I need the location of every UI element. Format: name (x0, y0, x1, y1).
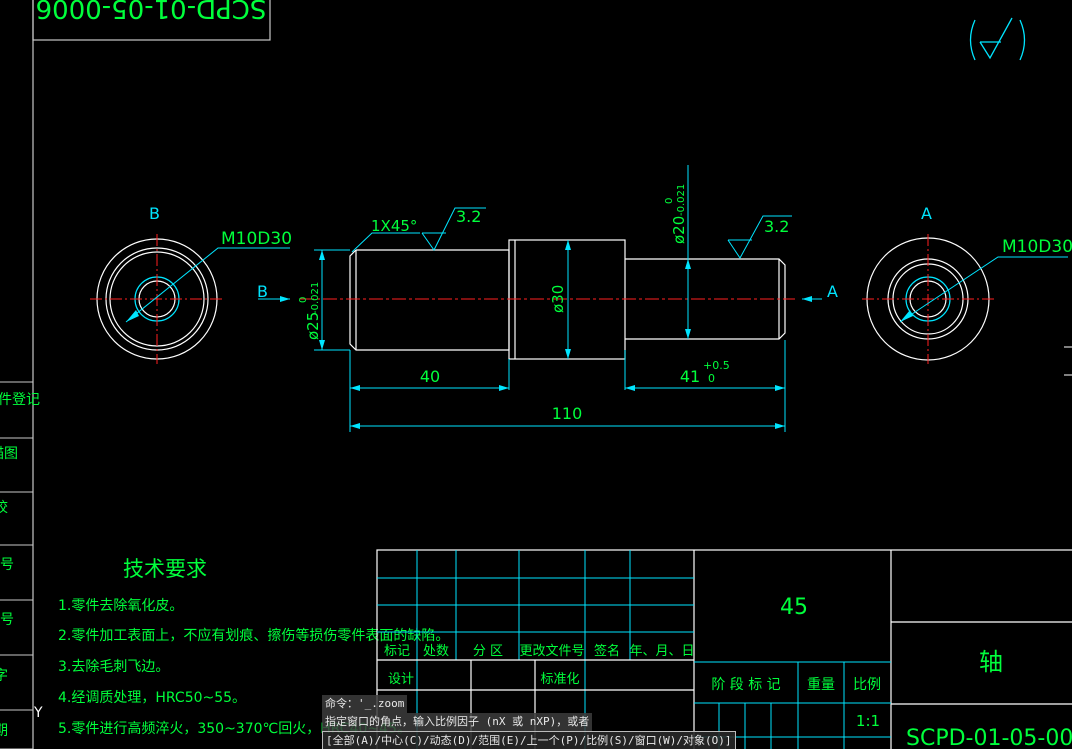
section-b-label: B (257, 282, 268, 301)
tb-scale-value: 1:1 (856, 712, 880, 730)
command-line[interactable]: 命令：'_.zoom 指定窗口的角点，输入比例因子 (nX 或 nXP)，或者 … (322, 695, 782, 749)
drawing-border (32, 0, 271, 749)
strip-item-5: 签字 (0, 667, 8, 684)
tb-material: 45 (780, 595, 808, 620)
technical-requirements: 技术要求 1.零件去除氧化皮。 2.零件加工表面上，不应有划痕、擦伤等损伤零件表… (58, 557, 449, 737)
tech-req-item-3: 3.去除毛刺飞边。 (58, 659, 169, 675)
tb-design-label: 设计 (388, 672, 414, 687)
strip-item-6: 日期 (0, 723, 8, 739)
tb-header-zone: 分 区 (473, 644, 503, 659)
tech-req-item-1: 1.零件去除氧化皮。 (58, 598, 183, 614)
strip-item-0: 借件登记 (0, 392, 40, 408)
strip-item-1: 描图 (0, 446, 18, 462)
dia-right-label: ø20 (670, 216, 688, 244)
dia-left-tol-lower: -0.021 (310, 282, 321, 314)
roughness-right-label: 3.2 (764, 217, 789, 236)
title-block: 标记 处数 分 区 更改文件号 签名 年、月、日 设计 标准化 45 阶 段 标… (376, 549, 1072, 749)
dia-right-tol-lower: -0.021 (676, 184, 687, 216)
chamfer-label: 1X45° (371, 217, 417, 235)
dia-middle-label: ø30 (549, 285, 567, 313)
command-history-1: 命令：'_.zoom (322, 695, 408, 713)
tb-part-name: 轴 (979, 648, 1003, 676)
tb-stage-mark: 阶 段 标 记 (711, 677, 780, 693)
length-left-label: 40 (420, 367, 440, 386)
section-a-label: A (827, 282, 838, 301)
view-b: M10D30 B (90, 204, 292, 364)
tb-header-signature: 签名 (594, 643, 620, 659)
length-right-tol-upper: +0.5 (703, 359, 730, 372)
strip-item-3: 旧底图总号 (0, 557, 14, 573)
command-prompt: 指定窗口的角点，输入比例因子 (nX 或 nXP)，或者 (322, 713, 593, 731)
tb-header-change-doc: 更改文件号 (519, 644, 584, 659)
roughness-left-label: 3.2 (456, 207, 481, 226)
tb-header-date: 年、月、日 (629, 644, 694, 659)
strip-item-4: 底图总号 (0, 612, 14, 628)
tech-req-title: 技术要求 (123, 557, 207, 581)
left-register-strip: 借件登记 描图 校 旧底图总号 底图总号 签字 日期 (0, 381, 40, 749)
view-a-thread-label: M10D30 (1002, 237, 1072, 257)
length-right-tol-lower: 0 (708, 372, 715, 385)
tb-standardization-label: 标准化 (540, 672, 579, 687)
strip-item-2: 校 (0, 499, 8, 516)
tb-drawing-number: SCPD-01-05-0006 (906, 726, 1072, 749)
view-a-label: A (921, 204, 932, 223)
dia-right-tol-upper: 0 (664, 198, 675, 204)
top-drawing-number: SCPD-01-05-0006 (36, 0, 267, 23)
view-a: M10D30 A (862, 204, 1072, 364)
tech-req-item-2: 2.零件加工表面上，不应有划痕、擦伤等损伤零件表面的缺陷。 (58, 627, 449, 644)
length-total-label: 110 (552, 404, 583, 423)
length-right-label: 41 (680, 367, 700, 386)
dia-left-tol-upper: 0 (298, 297, 309, 303)
crosshair-edge (1064, 346, 1072, 376)
dia-left-label: ø25 (304, 312, 322, 340)
view-b-thread-label: M10D30 (221, 229, 292, 249)
tb-header-mark: 标记 (384, 644, 410, 659)
tb-weight: 重量 (807, 677, 835, 693)
ucs-y-label: Y (33, 705, 43, 721)
command-options[interactable]: [全部(A)/中心(C)/动态(D)/范围(E)/上一个(P)/比例(S)/窗口… (322, 731, 736, 749)
tb-scale: 比例 (853, 677, 881, 693)
tb-header-count: 处数 (423, 644, 449, 659)
tech-req-item-4: 4.经调质处理，HRC50~55。 (58, 690, 246, 706)
view-b-label: B (149, 204, 160, 223)
roughness-symbol-icon (969, 17, 1026, 61)
shaft-main-view: 40 41 +0.5 0 110 1X45° 3.2 3.2 ø25 0 -0.… (257, 165, 838, 432)
